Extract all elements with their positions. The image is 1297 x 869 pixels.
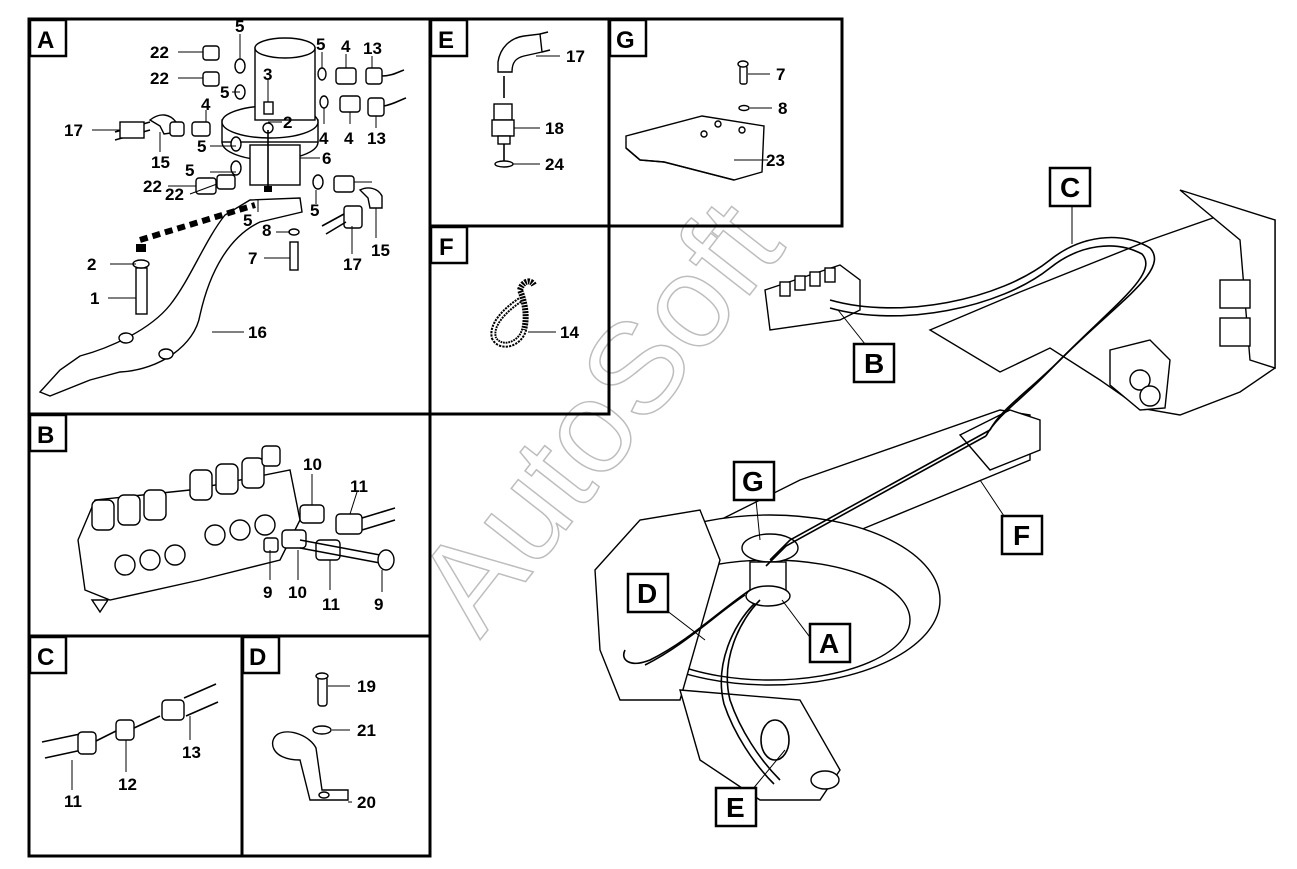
callout-g: G bbox=[742, 466, 764, 497]
part-number-label: 4 bbox=[319, 129, 329, 148]
panel-g-numbers: 7 8 23 bbox=[766, 65, 787, 170]
panel-c-letter: C bbox=[37, 644, 54, 671]
part-number-label: 4 bbox=[201, 95, 211, 114]
panel-letters: A B C D E F G bbox=[28, 18, 648, 675]
part-number-label: 11 bbox=[64, 792, 82, 811]
part-number-label: 3 bbox=[263, 65, 272, 84]
part-number-label: 7 bbox=[776, 65, 785, 84]
part-number-label: 5 bbox=[197, 137, 206, 156]
panel-d-letter: D bbox=[249, 644, 266, 671]
part-number-label: 8 bbox=[262, 221, 271, 240]
panel-b-drawing bbox=[77, 445, 396, 614]
panel-e-numbers: 17 18 24 bbox=[545, 47, 585, 174]
part-number-label: 10 bbox=[288, 583, 307, 602]
bracket-16 bbox=[38, 197, 303, 397]
panel-frames bbox=[27, 17, 844, 858]
panel-c-drawing bbox=[41, 683, 219, 790]
overview-callouts: C B G F D A E bbox=[626, 166, 1092, 828]
panel-f-numbers: 14 bbox=[560, 323, 579, 342]
part-number-label: 5 bbox=[235, 17, 244, 36]
panel-b-numbers: 10 11 9 10 11 9 bbox=[263, 455, 383, 614]
part-number-label: 15 bbox=[371, 241, 390, 260]
panel-d-drawing bbox=[271, 672, 352, 803]
callout-e: E bbox=[726, 792, 745, 823]
panel-g-drawing bbox=[625, 60, 772, 181]
callout-b: B bbox=[864, 348, 884, 379]
panel-f-letter: F bbox=[439, 234, 454, 261]
part-number-label: 20 bbox=[357, 793, 376, 812]
part-number-label: 22 bbox=[150, 43, 169, 62]
part-number-label: 24 bbox=[545, 155, 564, 174]
panel-b-letter: B bbox=[37, 422, 54, 449]
part-number-label: 4 bbox=[344, 129, 354, 148]
part-number-label: 5 bbox=[243, 211, 252, 230]
panel-f-frame bbox=[428, 224, 611, 416]
part-number-label: 9 bbox=[374, 595, 383, 614]
part-number-label: 2 bbox=[87, 255, 96, 274]
part-number-label: 2 bbox=[283, 113, 292, 132]
part-number-label: 19 bbox=[357, 677, 376, 696]
part-number-label: 10 bbox=[303, 455, 322, 474]
panel-c-numbers: 11 12 13 bbox=[64, 743, 201, 811]
part-number-label: 11 bbox=[350, 477, 368, 496]
machine-overview bbox=[594, 189, 1276, 801]
part-number-label: 11 bbox=[322, 595, 340, 614]
part-number-label: 22 bbox=[143, 177, 162, 196]
part-number-label: 14 bbox=[560, 323, 579, 342]
part-number-label: 5 bbox=[185, 161, 194, 180]
part-number-label: 16 bbox=[248, 323, 267, 342]
part-number-label: 18 bbox=[545, 119, 564, 138]
part-number-label: 5 bbox=[316, 35, 325, 54]
part-number-label: 13 bbox=[182, 743, 201, 762]
part-number-label: 1 bbox=[90, 289, 99, 308]
part-number-label: 22 bbox=[165, 185, 184, 204]
panel-a-letter: A bbox=[37, 27, 54, 54]
panel-a-numbers: 22 5 5 4 13 22 5 3 4 13 17 4 2 15 5 6 5 … bbox=[64, 17, 390, 342]
part-number-label: 5 bbox=[220, 83, 229, 102]
panel-g-frame bbox=[607, 17, 844, 228]
part-number-label: 12 bbox=[118, 775, 137, 794]
part-number-label: 13 bbox=[367, 129, 386, 148]
part-number-label: 17 bbox=[64, 121, 83, 140]
part-number-label: 9 bbox=[263, 583, 272, 602]
panel-d-numbers: 19 21 20 bbox=[357, 677, 376, 812]
callout-a: A bbox=[819, 628, 839, 659]
panel-d-frame bbox=[240, 634, 432, 858]
panel-a-drawing bbox=[38, 34, 407, 397]
panel-g-letter: G bbox=[616, 27, 635, 54]
part-number-label: 13 bbox=[363, 39, 382, 58]
part-number-label: 17 bbox=[566, 47, 585, 66]
panel-e-letter: E bbox=[438, 27, 454, 54]
panel-e-drawing bbox=[491, 31, 560, 168]
part-number-label: 21 bbox=[357, 721, 376, 740]
callout-c: C bbox=[1060, 172, 1080, 203]
callout-d: D bbox=[637, 578, 657, 609]
part-number-label: 17 bbox=[343, 255, 362, 274]
part-number-label: 15 bbox=[151, 153, 170, 172]
part-number-label: 8 bbox=[778, 99, 787, 118]
part-number-label: 7 bbox=[248, 249, 257, 268]
panel-f-drawing bbox=[490, 278, 556, 348]
part-number-label: 22 bbox=[150, 69, 169, 88]
part-number-label: 23 bbox=[766, 151, 785, 170]
part-number-label: 6 bbox=[322, 149, 331, 168]
part-number-label: 5 bbox=[310, 201, 319, 220]
part-number-label: 4 bbox=[341, 37, 351, 56]
callout-f: F bbox=[1013, 520, 1030, 551]
